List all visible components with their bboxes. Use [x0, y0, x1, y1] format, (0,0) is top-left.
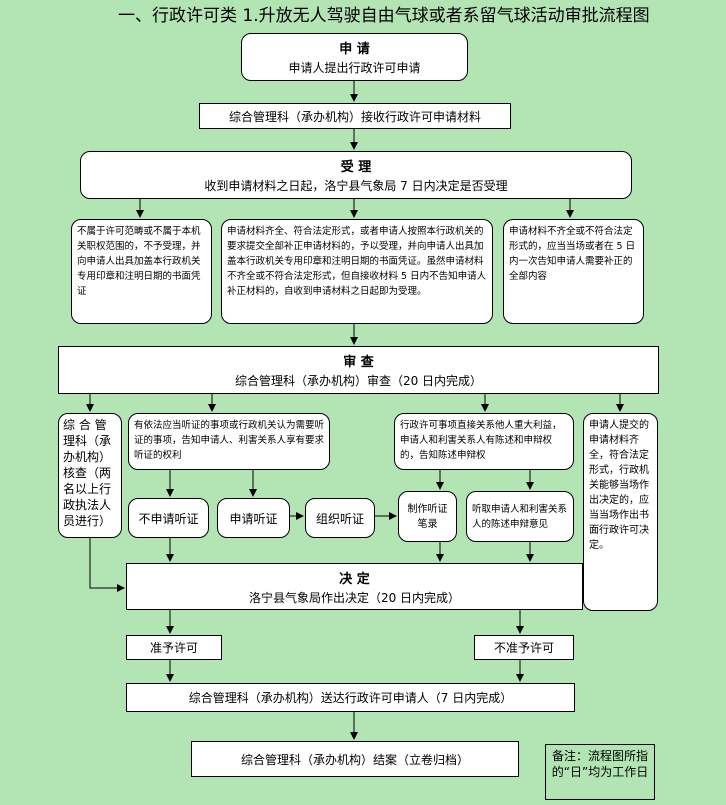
decide-box: 决 定 洛宁县气象局作出决定（20 日内完成）: [126, 563, 583, 610]
not-belong-box: 不属于许可范畴或不属于本机关职权范围的，不予受理，并向申请人出具加盖本行政机关专…: [71, 219, 212, 324]
grant-box: 准予许可: [126, 635, 222, 660]
incomplete-text: 申请材料不齐全或不符合法定形式的，应当当场或者在 5 日内一次告知申请人需要补正…: [509, 226, 636, 282]
deny-text: 不准予许可: [493, 641, 554, 655]
decide-text: 洛宁县气象局作出决定（20 日内完成）: [248, 590, 461, 605]
deliver-box: 综合管理科（承办机构）送达行政许可申请人（7 日内完成）: [126, 683, 575, 712]
complete-box: 申请材料齐全、符合法定形式，或者申请人按照本行政机关的要求提交全部补正申请材料的…: [221, 219, 493, 324]
close-box: 综合管理科（承办机构）结案（立卷归档）: [191, 741, 519, 777]
deliver-text: 综合管理科（承办机构）送达行政许可申请人（7 日内完成）: [188, 691, 513, 705]
req-hearing-text: 申请听证: [229, 511, 278, 526]
review-box: 审 查 综合管理科（承办机构）审查（20 日内完成）: [58, 346, 659, 394]
footnote-box: 备注：流程图所指的“日”均为工作日: [545, 744, 655, 800]
complete-text: 申请材料齐全、符合法定形式，或者申请人按照本行政机关的要求提交全部补正申请材料的…: [227, 226, 487, 297]
accept-box: 受 理 收到申请材料之日起，洛宁县气象局 7 日内决定是否受理: [80, 151, 632, 199]
no-hearing-box: 不申请听证: [128, 498, 209, 538]
onsite-text: 申请人提交的申请材料齐全，符合法定形式，行政机关能够当场作出决定的，应当当场作出…: [589, 420, 649, 551]
decide-heading: 决 定: [339, 571, 370, 587]
hearing-notice-text: 有依法应当听证的事项或行政机关认为需要听证的事项，告知申请人、利害关系人享有要求…: [134, 420, 325, 461]
accept-heading: 受 理: [340, 160, 372, 175]
apply-heading: 申 请: [339, 42, 370, 57]
grant-text: 准予许可: [149, 641, 198, 655]
not-belong-text: 不属于许可范畴或不属于本机关职权范围的，不予受理，并向申请人出具加盖本行政机关专…: [77, 226, 201, 297]
transcript-box: 制作听证笔录: [398, 491, 457, 542]
onsite-box: 申请人提交的申请材料齐全，符合法定形式，行政机关能够当场作出决定的，应当当场作出…: [583, 413, 658, 611]
page-title: 一、行政许可类 1.升放无人驾驶自由气球或者系留气球活动审批流程图: [118, 6, 650, 26]
no-hearing-text: 不申请听证: [138, 511, 199, 526]
deny-box: 不准予许可: [474, 635, 574, 660]
org-hearing-box: 组织听证: [305, 498, 375, 538]
req-hearing-box: 申请听证: [217, 498, 290, 538]
listen-box: 听取申请人和利害关系人的陈述申辩意见: [466, 491, 574, 542]
receive-text: 综合管理科（承办机构）接收行政许可申请材料: [228, 109, 481, 124]
receive-box: 综合管理科（承办机构）接收行政许可申请材料: [199, 103, 511, 129]
hearing-notice-box: 有依法应当听证的事项或行政机关认为需要听证的事项，告知申请人、利害关系人享有要求…: [128, 413, 330, 470]
incomplete-box: 申请材料不齐全或不符合法定形式的，应当当场或者在 5 日内一次告知申请人需要补正…: [503, 219, 644, 324]
verify-box: 综 合 管 理科（承办机构）核查（两名以上行政执法人员进行）: [58, 413, 122, 538]
statement-notice-box: 行政许可事项直接关系他人重大利益，申请人和利害关系人有陈述和申辩权的，告知陈述申…: [394, 413, 574, 470]
accept-text: 收到申请材料之日起，洛宁县气象局 7 日内决定是否受理: [204, 179, 508, 193]
statement-notice-text: 行政许可事项直接关系他人重大利益，申请人和利害关系人有陈述和申辩权的，告知陈述申…: [400, 420, 562, 461]
verify-text: 综 合 管 理科（承办机构）核查（两名以上行政执法人员进行）: [63, 418, 112, 528]
apply-box: 申 请 申请人提出行政许可申请: [241, 33, 468, 81]
listen-text: 听取申请人和利害关系人的陈述申辩意见: [472, 503, 568, 530]
transcript-text: 制作听证笔录: [407, 503, 448, 530]
apply-text: 申请人提出行政许可申请: [288, 61, 421, 75]
footnote-text: 备注：流程图所指的“日”均为工作日: [551, 749, 649, 779]
review-heading: 审 查: [343, 355, 374, 370]
review-text: 综合管理科（承办机构）审查（20 日内完成）: [234, 374, 483, 388]
org-hearing-text: 组织听证: [315, 511, 364, 526]
close-text: 综合管理科（承办机构）结案（立卷归档）: [240, 752, 469, 767]
